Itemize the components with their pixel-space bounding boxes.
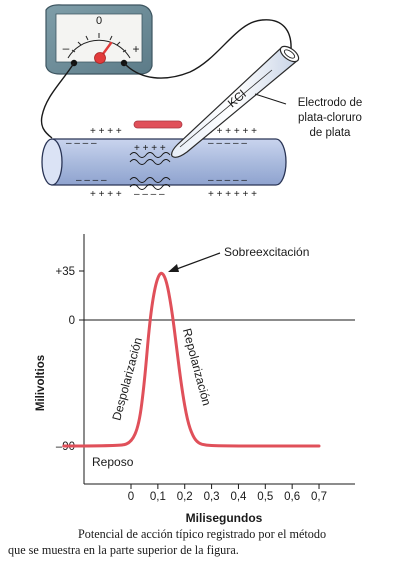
electrode-label-line2: plata-cloruro <box>298 112 362 124</box>
overshoot-arrow-line <box>173 252 221 271</box>
nerve-fiber <box>41 138 287 186</box>
x-tick-label: 0 <box>128 491 134 503</box>
charges-top-left-inner: – – – – <box>66 138 97 149</box>
meter-plus-label: + <box>132 42 139 56</box>
x-tick-label: 0,5 <box>257 491 273 503</box>
annotation-overshoot: Sobreexcitación <box>224 245 309 259</box>
annotation-repolarization: Repolarización <box>180 327 214 407</box>
x-tick-label: 0,4 <box>230 491 247 503</box>
wire-negative <box>40 62 75 139</box>
charges-bottom-mid: – – – – <box>134 189 165 200</box>
membrane-charges: + + + + – – – – + + + + + + + + + + – – … <box>66 126 257 200</box>
caption-line-1: Potencial de acción típico registrado po… <box>78 527 327 541</box>
charges-bottom-right: + + + + + + <box>208 189 257 200</box>
electrode-wire <box>179 69 273 148</box>
x-tick-label: 0,3 <box>204 491 220 503</box>
overshoot-arrowhead <box>168 264 179 272</box>
charges-top-left: + + + + <box>90 126 122 137</box>
meter-zero-label: 0 <box>96 15 102 27</box>
y-tick-label: 0 <box>69 315 75 327</box>
meter-minus-label: – <box>63 41 70 55</box>
electrode-callout-line <box>254 93 287 105</box>
x-tick-label: 0,6 <box>284 491 300 503</box>
voltmeter-pivot <box>94 52 106 64</box>
stimulus-bar <box>133 120 183 129</box>
charges-bottom-right-inner: – – – – – <box>208 175 247 186</box>
electrode-callout: Electrodo de plata-cloruro de plata <box>298 97 363 139</box>
charges-bottom-left-inner: – – – – <box>76 175 107 186</box>
voltmeter: 0 – + <box>45 4 153 75</box>
voltmeter-scale-ticks <box>71 33 127 53</box>
x-axis-label: Milisegundos <box>186 511 263 525</box>
electrode-label-line1: Electrodo de <box>298 97 363 109</box>
action-potential-curve <box>62 271 321 448</box>
x-tick-label: 0,2 <box>177 491 193 503</box>
x-tick-label: 0,1 <box>150 491 166 503</box>
local-circuit-coils <box>129 152 171 190</box>
charges-top-right: + + + + + + <box>208 126 257 137</box>
y-axis-label: Milivoltios <box>35 355 47 411</box>
figure-caption: Potencial de acción típico registrado po… <box>8 526 396 558</box>
nerve-fiber-end <box>41 138 63 186</box>
charges-top-right-inner: – – – – – <box>208 138 247 149</box>
apparatus-diagram: 0 – + + + + + – – – – + + + + + + <box>40 4 363 200</box>
x-tick-label: 0,7 <box>311 491 327 503</box>
wire-positive <box>123 19 292 79</box>
charges-top-mid: + + + + <box>134 143 166 154</box>
charges-bottom-left: + + + + <box>90 189 122 200</box>
caption-line-2: que se muestra en la parte superior de l… <box>8 543 239 557</box>
y-tick-label: +35 <box>55 266 75 278</box>
annotation-resting: Reposo <box>92 455 134 469</box>
electrode-label-line3: de plata <box>310 127 352 139</box>
